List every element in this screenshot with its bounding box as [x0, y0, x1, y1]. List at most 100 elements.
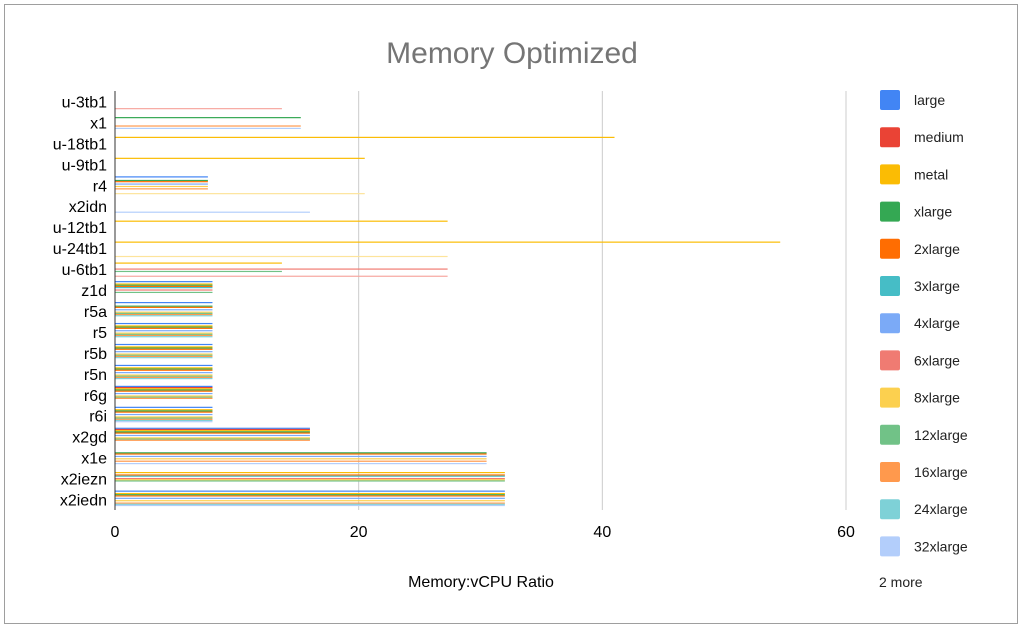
bar[interactable]	[115, 185, 208, 188]
bar[interactable]	[115, 474, 505, 476]
bar[interactable]	[115, 312, 213, 314]
bar[interactable]	[115, 354, 213, 356]
bar[interactable]	[115, 347, 213, 349]
bar[interactable]	[115, 378, 213, 380]
bar[interactable]	[115, 492, 505, 495]
bar[interactable]	[115, 372, 213, 374]
bar[interactable]	[115, 463, 487, 465]
bar[interactable]	[115, 183, 208, 185]
bar[interactable]	[115, 428, 310, 431]
bar[interactable]	[115, 311, 213, 313]
bar[interactable]	[115, 417, 213, 419]
bar[interactable]	[115, 416, 213, 418]
bar[interactable]	[115, 475, 505, 477]
bar[interactable]	[115, 193, 365, 195]
bar[interactable]	[115, 346, 213, 348]
bar[interactable]	[115, 284, 213, 286]
bar[interactable]	[115, 322, 213, 325]
bar[interactable]	[115, 332, 213, 334]
bar[interactable]	[115, 368, 213, 370]
bar[interactable]	[115, 127, 301, 130]
bar[interactable]	[115, 396, 213, 398]
bar[interactable]	[115, 452, 487, 454]
bar[interactable]	[115, 460, 487, 462]
bar[interactable]	[115, 418, 213, 420]
bar[interactable]	[115, 313, 213, 316]
bar[interactable]	[115, 504, 505, 507]
bar[interactable]	[115, 455, 487, 458]
bar[interactable]	[115, 413, 213, 416]
bar[interactable]	[115, 432, 310, 434]
bar[interactable]	[115, 268, 448, 270]
bar[interactable]	[115, 348, 213, 350]
bar[interactable]	[115, 291, 213, 294]
bar[interactable]	[115, 458, 487, 460]
bar[interactable]	[115, 355, 213, 358]
bar[interactable]	[115, 495, 505, 497]
bar[interactable]	[115, 315, 213, 317]
bar[interactable]	[115, 181, 208, 183]
bar[interactable]	[115, 369, 213, 371]
bar[interactable]	[115, 439, 310, 441]
bar[interactable]	[115, 305, 213, 307]
bar[interactable]	[115, 188, 208, 190]
bar[interactable]	[115, 108, 282, 110]
bar[interactable]	[115, 289, 213, 291]
bar[interactable]	[115, 490, 505, 492]
bar[interactable]	[115, 333, 213, 335]
bar[interactable]	[115, 388, 213, 390]
bar[interactable]	[115, 285, 213, 288]
bar[interactable]	[115, 367, 213, 369]
bar[interactable]	[115, 386, 213, 389]
bar[interactable]	[115, 409, 213, 411]
bar[interactable]	[115, 211, 310, 213]
bar[interactable]	[115, 375, 213, 377]
bar[interactable]	[115, 419, 213, 422]
bar[interactable]	[115, 364, 213, 367]
bar[interactable]	[115, 500, 505, 502]
bar[interactable]	[115, 480, 505, 482]
bar[interactable]	[115, 438, 310, 440]
bar[interactable]	[115, 326, 213, 328]
bar[interactable]	[115, 494, 505, 496]
bar[interactable]	[115, 334, 213, 337]
bar[interactable]	[115, 431, 310, 433]
bar[interactable]	[115, 434, 310, 437]
bar[interactable]	[115, 385, 213, 387]
legend-more-link[interactable]: 2 more	[879, 574, 923, 590]
bar[interactable]	[115, 374, 213, 376]
bar[interactable]	[115, 497, 505, 499]
bar[interactable]	[115, 179, 208, 182]
bar[interactable]	[115, 411, 213, 413]
bar[interactable]	[115, 281, 213, 283]
bar[interactable]	[115, 410, 213, 412]
bar[interactable]	[115, 117, 301, 119]
bar[interactable]	[115, 353, 213, 355]
bar[interactable]	[115, 336, 213, 338]
bar[interactable]	[115, 390, 213, 392]
bar[interactable]	[115, 453, 487, 455]
bar[interactable]	[115, 309, 213, 311]
bar[interactable]	[115, 306, 213, 308]
bar[interactable]	[115, 430, 310, 432]
bar[interactable]	[115, 406, 213, 408]
bar[interactable]	[115, 262, 282, 264]
bar[interactable]	[115, 270, 282, 273]
bar[interactable]	[115, 503, 505, 505]
bar[interactable]	[115, 389, 213, 391]
bar[interactable]	[115, 302, 213, 304]
bar[interactable]	[115, 157, 365, 159]
bar[interactable]	[115, 397, 213, 399]
bar[interactable]	[115, 479, 505, 481]
bar[interactable]	[115, 357, 213, 359]
bar[interactable]	[115, 136, 615, 138]
bar[interactable]	[115, 241, 781, 243]
bar[interactable]	[115, 376, 213, 379]
bar[interactable]	[115, 343, 213, 346]
bar[interactable]	[115, 283, 213, 285]
bar[interactable]	[115, 220, 448, 222]
bar[interactable]	[115, 477, 505, 480]
bar[interactable]	[115, 502, 505, 504]
bar[interactable]	[115, 421, 213, 423]
bar[interactable]	[115, 330, 213, 332]
